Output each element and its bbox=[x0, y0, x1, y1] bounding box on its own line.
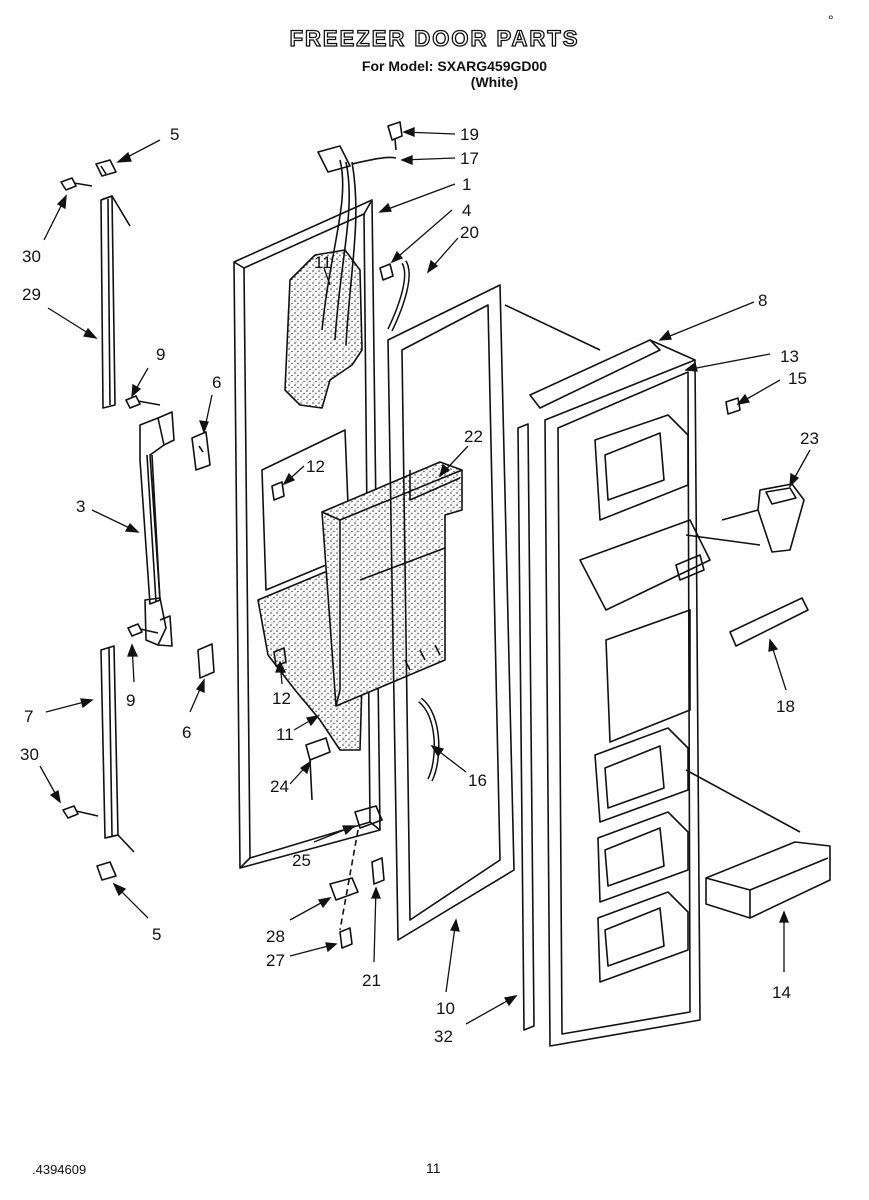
upper-trim-strip bbox=[100, 195, 131, 409]
callout-19: 19 bbox=[460, 125, 479, 144]
callout-17: 17 bbox=[460, 149, 479, 168]
callout-14: 14 bbox=[772, 983, 791, 1002]
lower-shelf-2 bbox=[597, 811, 689, 903]
callout-20: 20 bbox=[460, 223, 479, 242]
callout-3: 3 bbox=[76, 497, 85, 516]
lower-shelf-3 bbox=[597, 891, 689, 983]
callout-16: 16 bbox=[468, 771, 487, 790]
clip-12-lower bbox=[273, 647, 287, 667]
callout-labels: 5 30 29 9 6 3 9 6 7 30 5 19 17 1 4 20 11… bbox=[20, 125, 819, 1046]
callout-5-lower: 5 bbox=[152, 925, 161, 944]
wiring-harness bbox=[317, 145, 397, 346]
callout-22: 22 bbox=[464, 427, 483, 446]
diagram-title: FREEZER DOOR PARTS bbox=[289, 25, 580, 51]
seal-strip-32 bbox=[517, 423, 535, 1031]
bracket-6-upper bbox=[191, 431, 211, 471]
callout-30-upper: 30 bbox=[22, 247, 41, 266]
screw-15 bbox=[725, 397, 741, 415]
screw-27 bbox=[339, 927, 353, 949]
callout-9-lower: 9 bbox=[126, 691, 135, 710]
callout-9-upper: 9 bbox=[156, 345, 165, 364]
bin-14 bbox=[705, 841, 831, 919]
callout-28: 28 bbox=[266, 927, 285, 946]
upper-end-cap bbox=[95, 159, 117, 177]
part-24 bbox=[305, 737, 331, 801]
rail-18 bbox=[729, 597, 809, 647]
callout-11-lower: 11 bbox=[276, 725, 294, 744]
clip-4 bbox=[379, 263, 394, 281]
page-number: 11 bbox=[426, 1160, 441, 1176]
assembly-line-chute bbox=[685, 534, 761, 546]
clip-12-upper bbox=[271, 481, 285, 501]
callout-30-lower: 30 bbox=[20, 745, 39, 764]
callout-1: 1 bbox=[462, 175, 471, 194]
callout-6-lower: 6 bbox=[182, 723, 191, 742]
foam-insulation-upper bbox=[284, 249, 363, 409]
screw-30-lower bbox=[62, 805, 99, 819]
assembly-line-bin bbox=[685, 769, 801, 833]
callout-29: 29 bbox=[22, 285, 41, 304]
screw-19 bbox=[387, 121, 403, 151]
assembly-line-top bbox=[504, 304, 601, 351]
hinge-bracket-25 bbox=[354, 805, 383, 829]
outer-door-panel bbox=[529, 339, 701, 1047]
lower-shelf-1 bbox=[594, 727, 689, 823]
tube-20 bbox=[387, 260, 410, 332]
screw-9-lower bbox=[127, 623, 159, 637]
callout-10: 10 bbox=[436, 999, 455, 1018]
screw-21 bbox=[371, 857, 385, 885]
callout-32: 32 bbox=[434, 1027, 453, 1046]
callout-13: 13 bbox=[780, 347, 799, 366]
callout-12-upper: 12 bbox=[306, 457, 325, 476]
model-line: For Model: SXARG459GD00 bbox=[361, 58, 548, 74]
assembly-line-hinge bbox=[339, 829, 359, 931]
callout-11-upper: 11 bbox=[314, 253, 332, 272]
callout-6-upper: 6 bbox=[212, 373, 221, 392]
callout-7: 7 bbox=[24, 707, 33, 726]
screw-30-upper bbox=[60, 177, 93, 191]
callout-4: 4 bbox=[462, 201, 471, 220]
callout-23: 23 bbox=[800, 429, 819, 448]
lower-trim-strip bbox=[100, 645, 135, 853]
callout-8: 8 bbox=[758, 291, 767, 310]
hinge-assembly bbox=[139, 411, 175, 647]
document-number: .4394609 bbox=[32, 1162, 87, 1177]
callout-21: 21 bbox=[362, 971, 381, 990]
callout-12-lower: 12 bbox=[272, 689, 291, 708]
upper-shelf bbox=[594, 414, 689, 521]
screw-9-upper bbox=[125, 395, 161, 409]
dispenser-recess bbox=[605, 609, 691, 743]
callout-24: 24 bbox=[270, 777, 289, 796]
handle-tube-16 bbox=[417, 697, 440, 782]
leader-lines bbox=[39, 127, 811, 1025]
color-line: (White) bbox=[470, 74, 519, 90]
hinge-28 bbox=[329, 877, 359, 901]
callout-25: 25 bbox=[292, 851, 311, 870]
callout-27: 27 bbox=[266, 951, 285, 970]
door-gasket bbox=[387, 284, 515, 941]
callout-18: 18 bbox=[776, 697, 795, 716]
lower-end-cap bbox=[96, 861, 117, 881]
bracket-6-lower bbox=[197, 643, 215, 679]
middle-shelf bbox=[579, 519, 711, 611]
callout-15: 15 bbox=[788, 369, 807, 388]
corner-mark: ° bbox=[828, 12, 834, 28]
callout-5-upper: 5 bbox=[170, 125, 179, 144]
